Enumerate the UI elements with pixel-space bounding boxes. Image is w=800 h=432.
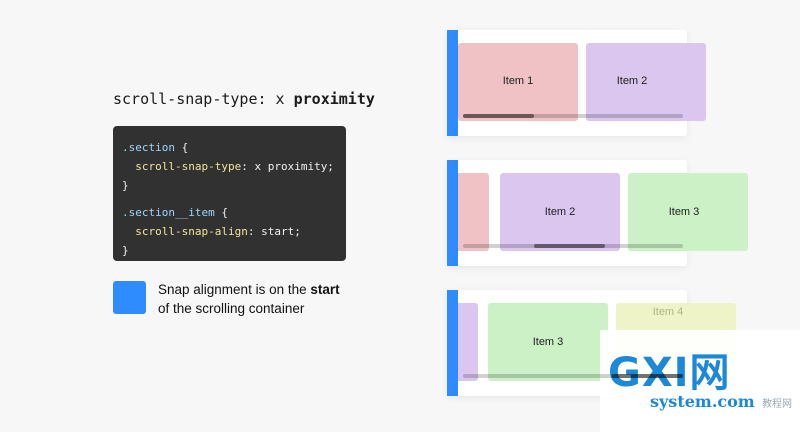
heading-prefix: scroll-snap-type: x (113, 90, 294, 108)
scroll-item-2: Item 2 (500, 173, 620, 251)
scroll-container-1[interactable]: Item 1 Item 2 (447, 30, 706, 136)
code-line: .section__item { (122, 203, 346, 222)
code-line: } (122, 244, 129, 257)
code-line: .section { (122, 138, 346, 157)
item-label: Item 2 (544, 206, 576, 218)
snap-start-marker (447, 290, 458, 396)
watermark-site: system.com (650, 392, 755, 411)
scroll-item-2: Item 2 (586, 43, 706, 121)
legend-bold: start (310, 282, 340, 297)
scroll-item-3: Item 3 (488, 303, 608, 381)
code-line: scroll-snap-align: start; (122, 222, 346, 241)
scrollbar-thumb[interactable] (612, 374, 683, 378)
page-heading: scroll-snap-type: x proximity (113, 90, 375, 108)
code-text: { (174, 141, 189, 154)
code-line: scroll-snap-type: x proximity; (122, 157, 346, 176)
watermark-small-text: 教程网 (762, 399, 792, 410)
legend-line2: of the scrolling container (158, 301, 305, 316)
watermark-logo: GXI网 (608, 350, 731, 396)
item-label: Item 3 (668, 206, 700, 218)
code-property: scroll-snap-type (135, 160, 242, 173)
snap-start-marker (447, 30, 458, 136)
code-selector: .section__item (122, 206, 215, 219)
item-label: Item 2 (616, 75, 648, 87)
watermark-backdrop (600, 330, 800, 432)
scrollbar-thumb[interactable] (463, 114, 534, 118)
scroll-item-1: Item 1 (458, 43, 578, 121)
scroll-container-2[interactable]: Item 2 Item 3 (447, 160, 748, 266)
snap-start-marker (447, 160, 458, 266)
scrollbar-track[interactable] (463, 244, 683, 248)
legend-text: Snap alignment is on the start of the sc… (158, 280, 340, 318)
code-line: } (122, 179, 129, 192)
code-property: scroll-snap-align (135, 225, 248, 238)
legend-line1: Snap alignment is on the (158, 282, 311, 297)
scrollbar-thumb[interactable] (534, 244, 605, 248)
heading-value: proximity (293, 90, 375, 108)
code-text: : x proximity; (241, 160, 334, 173)
item-label: Item 4 (652, 306, 684, 318)
scrollbar-track[interactable] (463, 374, 683, 378)
item-label: Item 1 (502, 75, 534, 87)
item-label: Item 3 (532, 336, 564, 348)
code-text: : start; (247, 225, 301, 238)
code-text: { (214, 206, 228, 219)
scroll-item-3: Item 3 (628, 173, 748, 251)
scrollbar-track[interactable] (463, 114, 683, 118)
legend-swatch (113, 281, 146, 314)
code-block: .section { scroll-snap-type: x proximity… (113, 126, 346, 261)
code-selector: .section (122, 141, 175, 154)
